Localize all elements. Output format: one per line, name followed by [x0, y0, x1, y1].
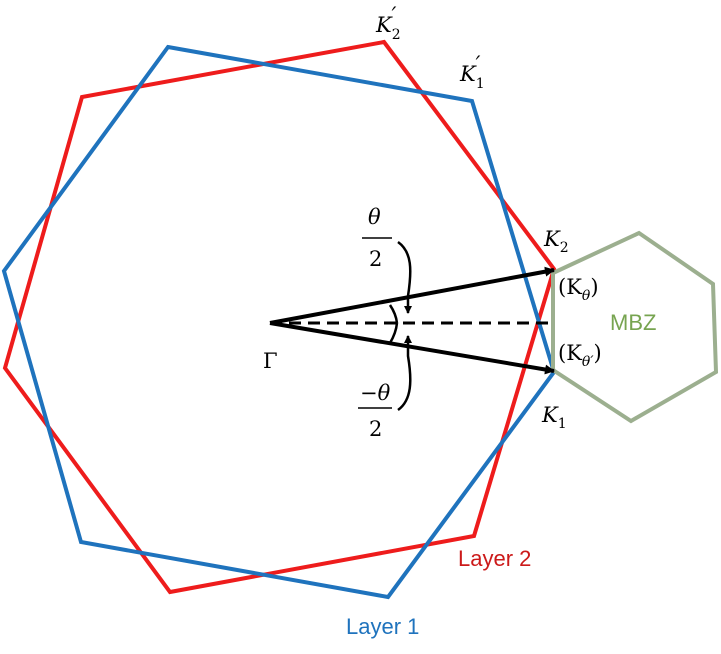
k-theta-prime-label: (Kθ′)	[558, 341, 602, 370]
layer2-hexagon	[2, 39, 557, 595]
k1-prime-label: K1′	[459, 52, 485, 92]
arrow-to-k1	[269, 321, 555, 375]
theta-denominator: 2	[369, 247, 382, 271]
angle-arc-upper-span	[388, 304, 399, 324]
layer1-hexagon	[1, 44, 557, 600]
layer2-label: Layer 2	[458, 546, 531, 571]
gamma-label: Γ	[263, 349, 278, 373]
neg-theta-denominator: 2	[369, 417, 382, 441]
angle-arc-lower	[397, 335, 412, 412]
neg-theta-numerator: −θ	[360, 381, 391, 405]
k1-label: K1	[541, 403, 567, 432]
arrow-to-k2	[269, 266, 555, 325]
k2-prime-label: K2′	[375, 3, 401, 43]
angle-arc-lower-span	[388, 322, 399, 344]
k2-label: K2	[543, 227, 569, 256]
k-theta-label: (Kθ)	[558, 275, 599, 304]
theta-numerator: θ	[368, 205, 381, 229]
angle-arc-upper	[397, 240, 412, 314]
mbz-label: MBZ	[610, 310, 656, 335]
layer1-label: Layer 1	[346, 614, 419, 639]
